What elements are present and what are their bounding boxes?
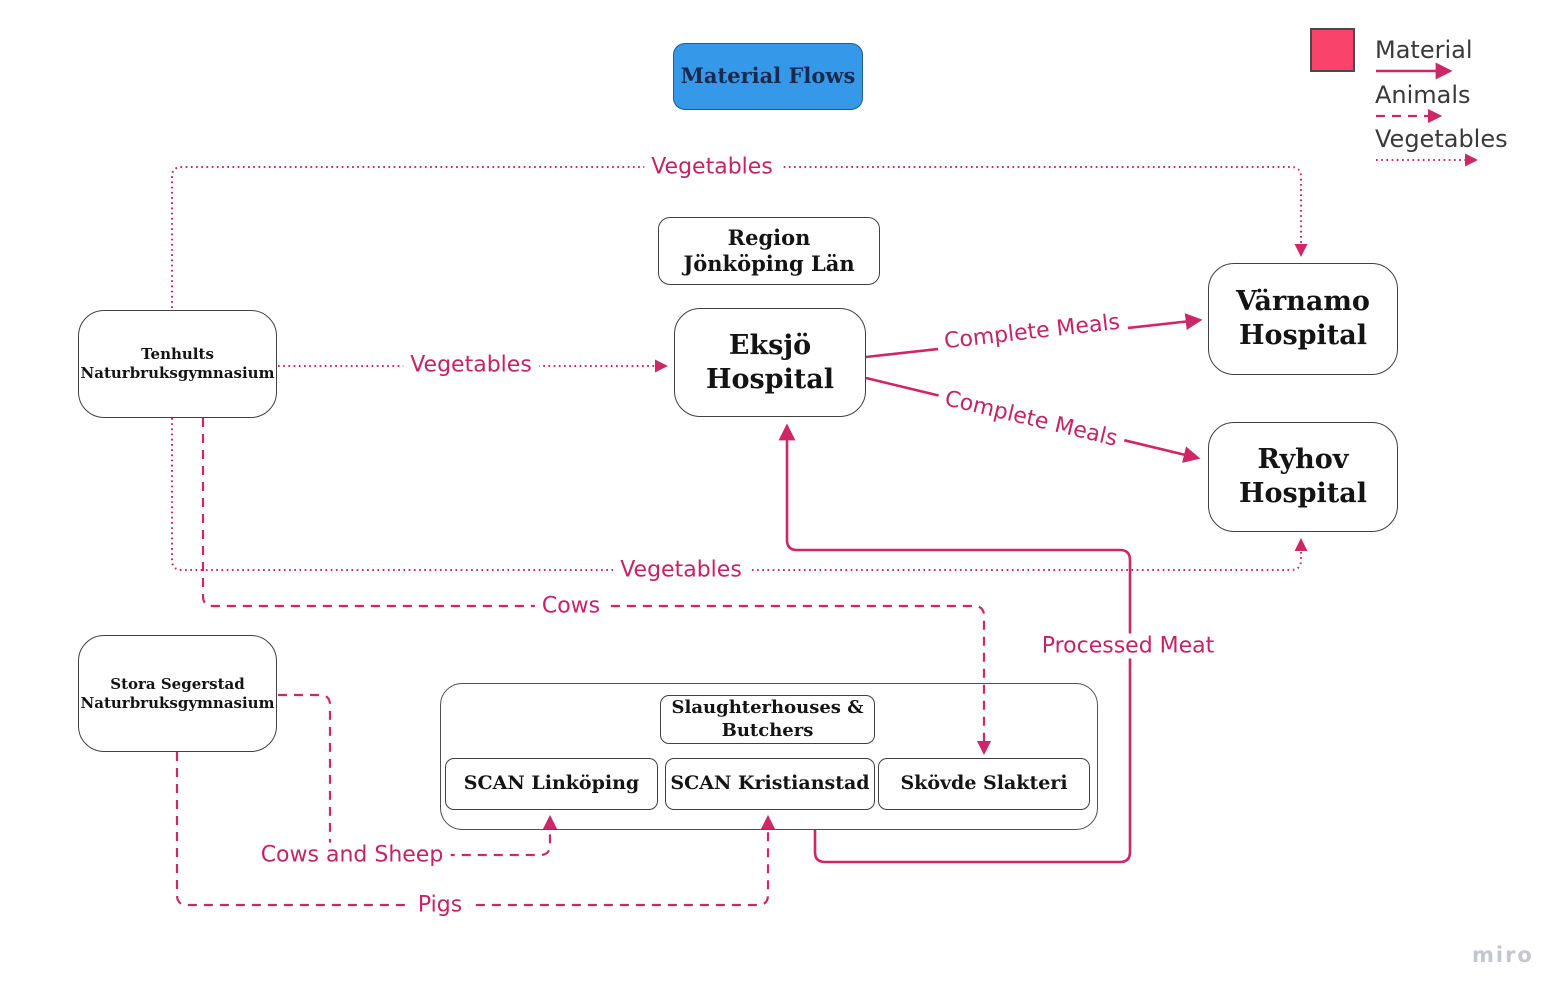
node-eksjo-hospital[interactable]: Eksjö Hospital: [674, 308, 866, 417]
flow-label-vegetables-bottom[interactable]: Vegetables: [613, 557, 749, 583]
connector-pigs[interactable]: [175, 752, 776, 907]
flow-label-cows[interactable]: Cows: [534, 593, 608, 619]
connector-processed-meat[interactable]: [778, 423, 1132, 864]
flow-label-pigs[interactable]: Pigs: [410, 892, 470, 918]
node-skovde-slakteri[interactable]: Skövde Slakteri: [878, 758, 1090, 810]
node-varnamo-hospital[interactable]: Värnamo Hospital: [1208, 263, 1398, 375]
miro-watermark: miro: [1472, 943, 1534, 967]
node-ryhov-hospital[interactable]: Ryhov Hospital: [1208, 422, 1398, 532]
node-tenhults[interactable]: Tenhults Naturbruksgymnasium: [78, 310, 277, 418]
title-shape[interactable]: Material Flows: [673, 43, 863, 110]
flow-label-vegetables-mid[interactable]: Vegetables: [403, 352, 539, 378]
connector-cows[interactable]: [201, 418, 992, 756]
legend-color-swatch[interactable]: [1310, 28, 1355, 72]
flow-label-vegetables-top[interactable]: Vegetables: [644, 154, 780, 180]
flow-label-processed-meat[interactable]: Processed Meat: [1034, 633, 1222, 659]
legend-item-vegetables[interactable]: Vegetables: [1375, 125, 1508, 153]
node-scan-linkoping[interactable]: SCAN Linköping: [445, 758, 658, 810]
connector-cows-and-sheep[interactable]: [278, 693, 558, 857]
legend-item-animals[interactable]: Animals: [1375, 81, 1471, 109]
legend-item-material[interactable]: Material: [1375, 36, 1473, 64]
node-region-jonkoping[interactable]: Region Jönköping Län: [658, 217, 880, 285]
node-scan-kristianstad[interactable]: SCAN Kristianstad: [665, 758, 875, 810]
flow-label-cows-and-sheep[interactable]: Cows and Sheep: [253, 842, 451, 868]
node-stora-segerstad[interactable]: Stora Segerstad Naturbruksgymnasium: [78, 635, 277, 752]
node-slaughterhouses-butchers[interactable]: Slaughterhouses & Butchers: [660, 695, 875, 744]
